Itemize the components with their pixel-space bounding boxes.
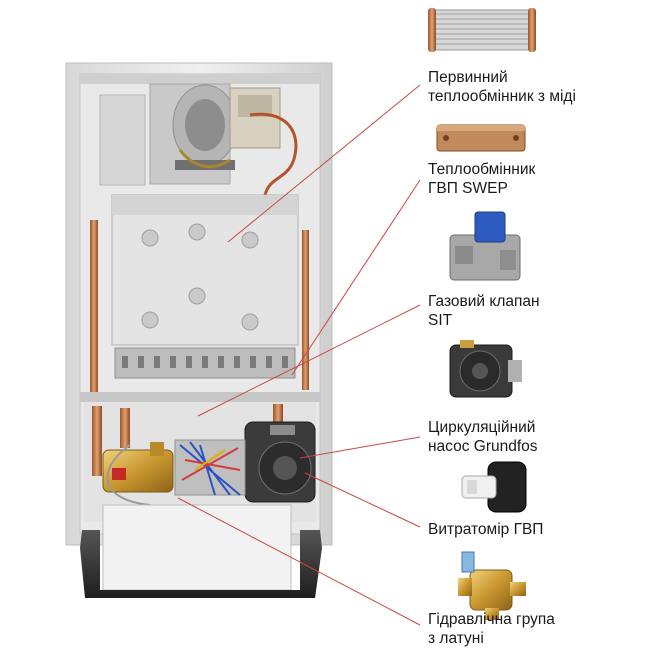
- label-circulation-pump: Циркуляційний насос Grundfos: [428, 418, 538, 456]
- label-dhw-heat-exchanger: Теплообмінник ГВП SWEP: [428, 160, 535, 198]
- brass-group-thumb: [458, 551, 526, 620]
- label-hydraulic-group: Гідравлічна група з латуні: [428, 610, 555, 648]
- label-line: ГВП SWEP: [428, 180, 508, 197]
- leader-line: [177, 497, 421, 626]
- pump-thumb: [449, 340, 522, 398]
- label-dhw-flowmeter: Витратомір ГВП: [428, 520, 543, 539]
- label-gas-valve: Газовий клапан SIT: [428, 292, 540, 330]
- label-primary-heat-exchanger: Первинний теплообмінник з міді: [428, 68, 576, 106]
- leader-line: [197, 304, 421, 417]
- flowmeter-thumb: [461, 461, 527, 513]
- label-line: Циркуляційний: [428, 419, 536, 436]
- label-line: з латуні: [428, 630, 484, 647]
- leader-line: [304, 472, 421, 528]
- label-line: SIT: [428, 312, 453, 329]
- label-line: Теплообмінник: [428, 161, 536, 178]
- label-line: теплообмінник з міді: [428, 88, 576, 105]
- label-line: Гідравлічна група: [428, 611, 555, 628]
- label-line: Первинний: [428, 69, 508, 86]
- boiler-body: [65, 62, 333, 598]
- gas-valve-thumb: [449, 211, 521, 281]
- label-line: насос Grundfos: [428, 438, 538, 455]
- heat-exchanger-thumb: [428, 8, 536, 52]
- hydraulic-group-part: [102, 442, 174, 493]
- label-line: Газовий клапан: [428, 293, 540, 310]
- label-line: Витратомір ГВП: [428, 521, 544, 538]
- combustion-chamber: [111, 194, 299, 346]
- leader-line: [291, 179, 421, 376]
- plate-exchanger-thumb: [436, 124, 526, 152]
- pump-part: [244, 421, 316, 503]
- leader-line: [227, 84, 421, 243]
- leader-line: [299, 436, 421, 459]
